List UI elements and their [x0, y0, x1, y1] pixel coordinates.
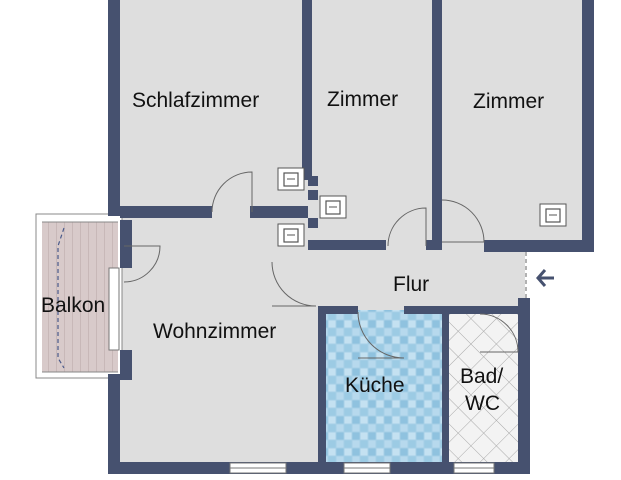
- door-balkon: [123, 245, 161, 283]
- radiator-icon: [539, 203, 567, 227]
- kitchen-floor: [320, 310, 445, 470]
- radiator-pipes: [308, 176, 318, 228]
- door-kueche: [357, 311, 405, 359]
- label-zimmer-1: Zimmer: [327, 88, 398, 111]
- balcony: [35, 213, 123, 379]
- label-bad-line2: WC: [465, 392, 500, 415]
- bath-floor: [445, 310, 520, 470]
- door-wohnzimmer: [271, 261, 317, 307]
- label-kueche: Küche: [345, 374, 405, 397]
- floor-areas: [110, 0, 588, 470]
- radiator-icon: [319, 195, 347, 219]
- entrance-arrow-icon: [536, 269, 554, 287]
- walls: [108, 0, 594, 474]
- label-schlafzimmer: Schlafzimmer: [132, 89, 259, 112]
- schlafzimmer-floor: [110, 0, 308, 215]
- radiator-icon: [277, 167, 305, 191]
- label-wohnzimmer: Wohnzimmer: [153, 320, 276, 343]
- doors: [123, 171, 527, 359]
- radiator-icon: [277, 223, 305, 247]
- flur-floor: [265, 250, 525, 310]
- door-zimmer-1: [387, 207, 427, 247]
- label-zimmer-2: Zimmer: [473, 90, 544, 113]
- label-flur: Flur: [393, 273, 429, 296]
- label-bad-line1: Bad/: [460, 365, 503, 388]
- label-balkon: Balkon: [41, 294, 105, 317]
- door-schlafzimmer: [211, 171, 253, 213]
- door-zimmer-2: [441, 199, 485, 243]
- door-bad: [479, 313, 519, 353]
